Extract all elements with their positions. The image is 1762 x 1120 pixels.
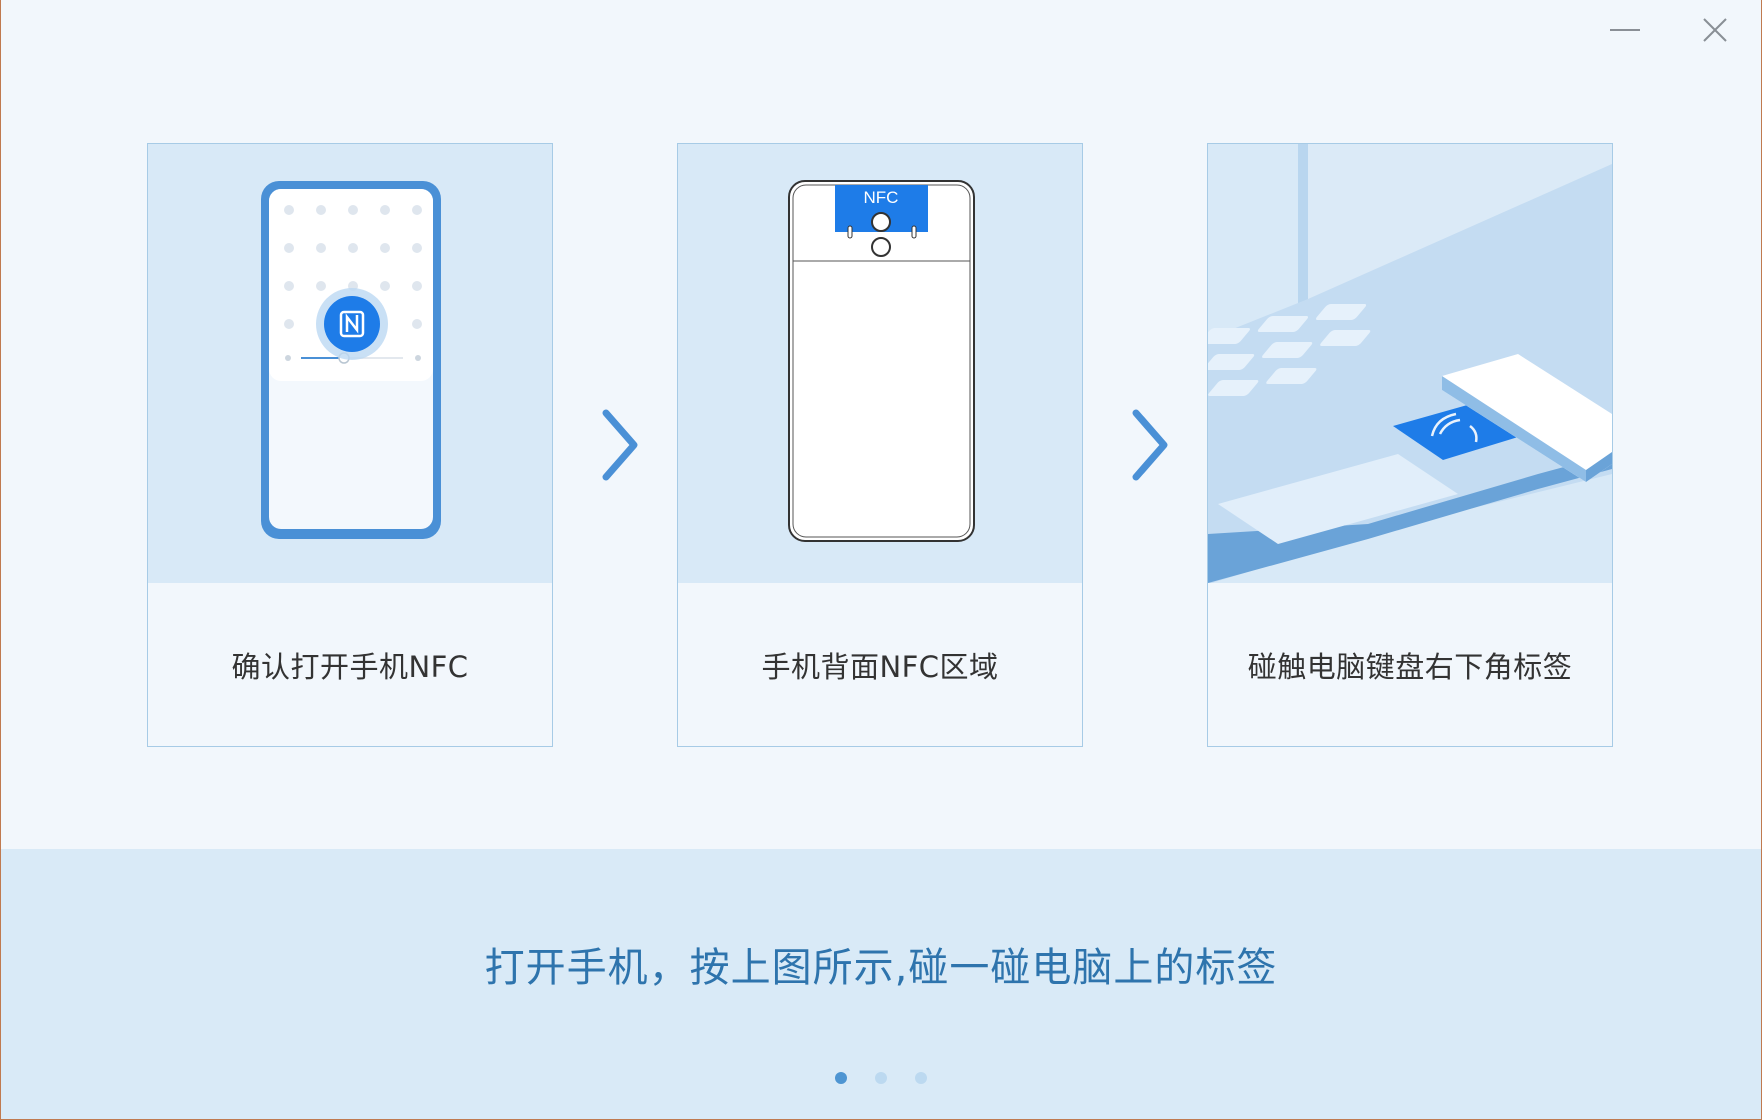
step-card-enable-nfc: 确认打开手机NFC — [147, 143, 553, 747]
nfc-icon — [339, 310, 365, 338]
chevron-right-icon — [1124, 405, 1174, 485]
close-icon — [1703, 18, 1727, 42]
step-label: 手机背面NFC区域 — [761, 650, 999, 684]
close-button[interactable] — [1680, 6, 1750, 56]
page-dot-1[interactable] — [835, 1072, 847, 1084]
pagination-dots — [1, 1072, 1761, 1084]
laptop-keyboard-tag-illustration — [1208, 144, 1612, 583]
page-dot-2[interactable] — [875, 1072, 887, 1084]
step-label: 确认打开手机NFC — [231, 650, 469, 684]
chevron-right-icon — [594, 405, 644, 485]
phone-back-nfc-illustration: NFC — [678, 144, 1082, 583]
page-dot-3[interactable] — [915, 1072, 927, 1084]
step-card-phone-back-nfc: NFC 手机背面NFC区域 — [677, 143, 1083, 747]
minimize-icon — [1610, 29, 1640, 31]
nfc-tag-label: NFC — [864, 188, 899, 207]
step-label: 碰触电脑键盘右下角标签 — [1247, 650, 1573, 684]
phone-nfc-toggle-illustration — [148, 144, 552, 583]
step-card-laptop-tag: 碰触电脑键盘右下角标签 — [1207, 143, 1613, 747]
instruction-text: 打开手机，按上图所示,碰一碰电脑上的标签 — [484, 945, 1278, 991]
minimize-button[interactable] — [1588, 6, 1658, 56]
instruction-panel: 打开手机，按上图所示,碰一碰电脑上的标签 — [1, 849, 1761, 1119]
